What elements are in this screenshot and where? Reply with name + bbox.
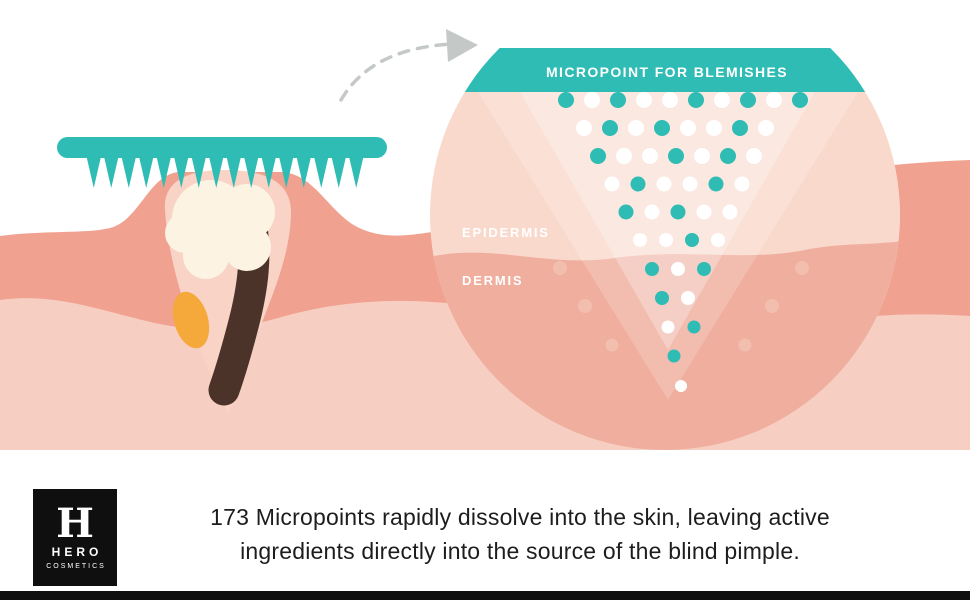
magnify-arrowhead-icon bbox=[446, 29, 478, 62]
bottom-border-bar bbox=[0, 591, 970, 600]
micropoint-dot bbox=[734, 176, 750, 192]
caption-line-2: ingredients directly into the source of … bbox=[240, 538, 800, 564]
micropoint-dot bbox=[711, 233, 725, 247]
micropoint-dot bbox=[697, 262, 711, 276]
micropoint-dot bbox=[758, 120, 774, 136]
micropoint-dot bbox=[746, 148, 762, 164]
magnified-dermis bbox=[430, 240, 900, 450]
micropoint-dot bbox=[610, 92, 626, 108]
caption: 173 Micropoints rapidly dissolve into th… bbox=[140, 500, 900, 568]
micropoint-dot bbox=[682, 176, 698, 192]
micropoint-dot bbox=[558, 92, 574, 108]
logo-monogram: H bbox=[56, 500, 94, 547]
micropoint-dot bbox=[618, 204, 634, 220]
pus-pocket bbox=[165, 180, 275, 279]
magnified-circle bbox=[430, 0, 900, 450]
micropoint-dot bbox=[662, 92, 678, 108]
micropoint-dot bbox=[738, 338, 752, 352]
micropoint-dot bbox=[685, 233, 699, 247]
epidermis-label: EPIDERMIS bbox=[462, 225, 550, 240]
micropoint-dot bbox=[795, 261, 809, 275]
micropoint-dot bbox=[605, 338, 619, 352]
micropoint-dot bbox=[633, 233, 647, 247]
micropoint-dot bbox=[714, 92, 730, 108]
hero-cosmetics-logo: H HERO COSMETICS bbox=[33, 489, 117, 586]
micropoint-dot bbox=[645, 262, 659, 276]
micropoint-dot bbox=[681, 291, 695, 305]
micropoint-dot bbox=[584, 92, 600, 108]
micropoint-dot bbox=[604, 176, 620, 192]
micropoint-dot bbox=[590, 148, 606, 164]
logo-brand-name: HERO bbox=[51, 545, 103, 559]
sebum-pocket bbox=[172, 291, 210, 349]
micropoint-dot bbox=[642, 148, 658, 164]
micropoint-dot bbox=[602, 120, 618, 136]
micropoint-dot bbox=[720, 148, 736, 164]
micropoint-dot bbox=[694, 148, 710, 164]
caption-line-1: 173 Micropoints rapidly dissolve into th… bbox=[210, 504, 830, 530]
micropoint-dot bbox=[668, 148, 684, 164]
micropoint-dot bbox=[628, 120, 644, 136]
micropoint-dot bbox=[671, 262, 685, 276]
micropoint-dot bbox=[553, 261, 567, 275]
micropoint-dot bbox=[630, 176, 646, 192]
micropoint-dot bbox=[655, 291, 669, 305]
micropoint-dot bbox=[688, 92, 704, 108]
micropoint-dot bbox=[792, 92, 808, 108]
micropoint-dots bbox=[553, 92, 809, 392]
micropoint-dot bbox=[670, 204, 686, 220]
micropoint-dot bbox=[578, 299, 592, 313]
micropoint-dot bbox=[696, 204, 712, 220]
micropoint-dot bbox=[616, 148, 632, 164]
micropoint-dot bbox=[740, 92, 756, 108]
micropoint-dot bbox=[636, 92, 652, 108]
micropoint-dot bbox=[722, 204, 738, 220]
dermis-label: DERMIS bbox=[462, 273, 523, 288]
micropoint-dot bbox=[661, 320, 675, 334]
micropoint-dot bbox=[576, 120, 592, 136]
micropoint-dot bbox=[765, 299, 779, 313]
patch-bar bbox=[57, 137, 387, 158]
micropoint-dot bbox=[656, 176, 672, 192]
micropoint-dot bbox=[687, 320, 701, 334]
patch-band bbox=[430, 48, 900, 92]
micropoint-dot bbox=[667, 349, 681, 363]
micropoint-dot bbox=[706, 120, 722, 136]
magnify-arrow bbox=[339, 42, 454, 102]
micropoint-dot bbox=[654, 120, 670, 136]
patch-band-label: MICROPOINT FOR BLEMISHES bbox=[546, 64, 788, 80]
micropoint-dot bbox=[644, 204, 660, 220]
micropoint-dot bbox=[766, 92, 782, 108]
logo-subtitle: COSMETICS bbox=[46, 563, 106, 570]
micropoint-dot bbox=[675, 380, 687, 392]
micropoint-dot bbox=[708, 176, 724, 192]
micropoint-dot bbox=[680, 120, 696, 136]
micropoint-dot bbox=[732, 120, 748, 136]
micropoint-dot bbox=[659, 233, 673, 247]
